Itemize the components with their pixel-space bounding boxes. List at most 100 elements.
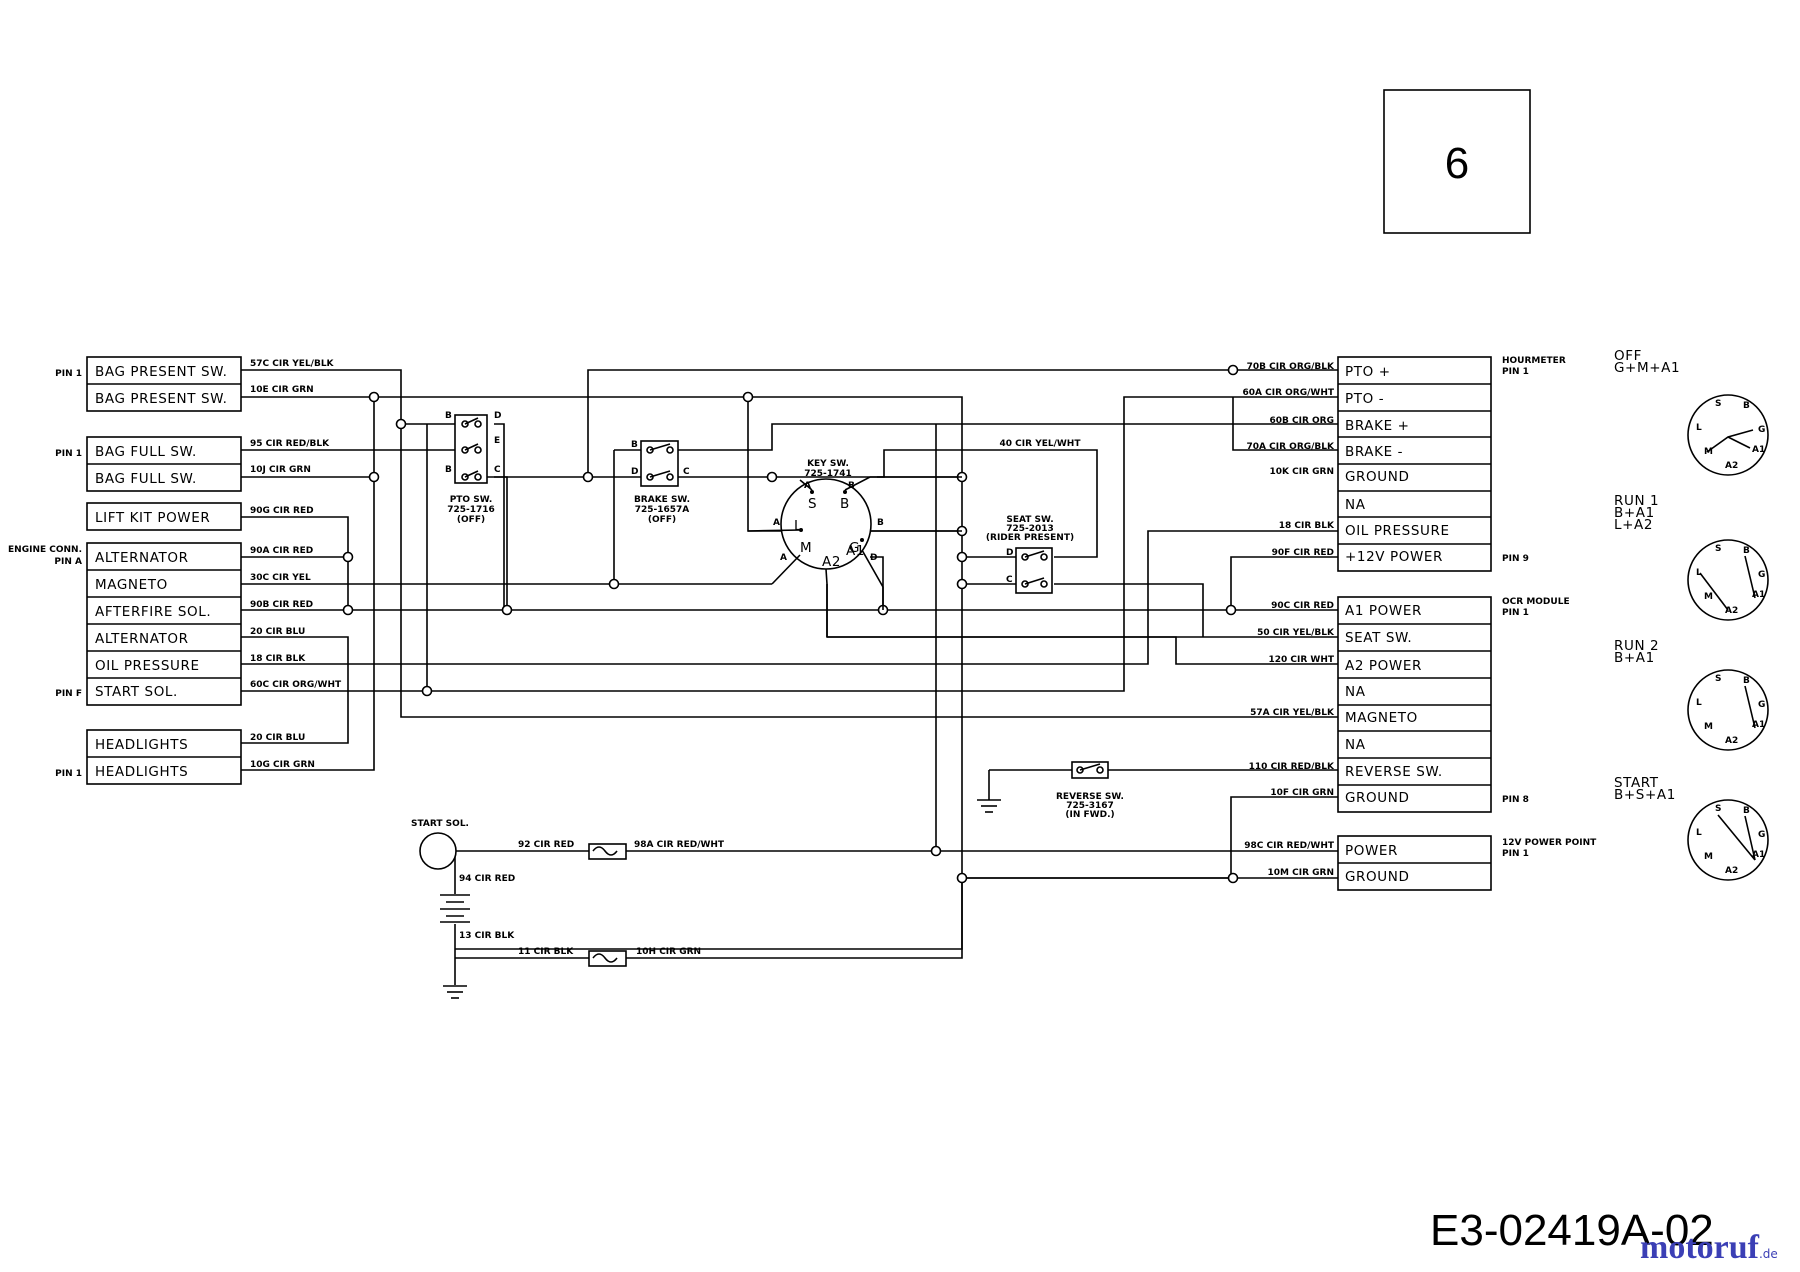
wire-label: 90C CIR RED [1271,601,1334,611]
wire-label: 57A CIR YEL/BLK [1250,708,1335,718]
wires [241,369,1338,985]
svg-text:B: B [877,518,884,528]
left-label: BAG PRESENT SW. [95,364,227,380]
wire-label: 120 CIR WHT [1268,655,1334,665]
pin-label: PIN 1 [55,769,82,779]
right-label: NA [1345,737,1366,753]
watermark: motoruf.de [1640,1229,1778,1266]
key-position-title: OFF [1614,348,1642,364]
right-label: MAGNETO [1345,710,1418,726]
svg-text:L: L [794,518,802,534]
svg-text:M: M [1704,447,1713,457]
svg-text:D: D [1006,548,1013,558]
wire-label: 98C CIR RED/WHT [1244,841,1335,851]
svg-text:A2: A2 [1725,606,1738,616]
pin-label: ENGINE CONN. [8,545,82,555]
key-position-title: START [1614,775,1659,791]
wire-label: 90F CIR RED [1272,548,1334,558]
svg-text:C: C [494,465,501,475]
key-position-combo: L+A2 [1614,517,1653,533]
svg-text:A1: A1 [846,543,865,559]
right-label: PTO - [1345,391,1384,407]
svg-text:D: D [631,467,638,477]
page-number: 6 [1445,139,1469,188]
wire-label: 70B CIR ORG/BLK [1247,362,1335,372]
right-connector-labels: PTO + PTO - BRAKE + BRAKE - GROUND NA OI… [1345,364,1450,885]
wire-label: 40 CIR YEL/WHT [1000,439,1082,449]
svg-text:G: G [1758,830,1765,840]
svg-text:B: B [445,411,452,421]
bottom-wire-labels: 92 CIR RED 98A CIR RED/WHT 94 CIR RED 13… [459,840,725,957]
wire-label: 110 CIR RED/BLK [1249,762,1335,772]
right-label: +12V POWER [1345,549,1443,565]
wire-label: 92 CIR RED [518,840,574,850]
svg-text:A2: A2 [1725,866,1738,876]
right-label: A2 POWER [1345,658,1422,674]
seat-switch-state: (RIDER PRESENT) [986,533,1074,543]
wire-label: 90B CIR RED [250,600,313,610]
svg-text:B: B [1743,546,1750,556]
brake-switch-name: BRAKE SW. [634,495,690,505]
fuse-icon [588,843,627,860]
seat-switch-part: 725-2013 [1006,524,1054,534]
right-pin-labels: HOURMETER PIN 1 PIN 9 OCR MODULE PIN 1 P… [1502,356,1597,859]
svg-text:A2: A2 [822,554,841,570]
right-label: GROUND [1345,790,1409,806]
watermark-tld: .de [1759,1247,1778,1261]
svg-text:S: S [1715,804,1721,814]
right-label: OIL PRESSURE [1345,523,1450,539]
svg-text:A2: A2 [1725,461,1738,471]
pto-switch-state: (OFF) [457,515,485,525]
wire-label: 60B CIR ORG [1269,416,1334,426]
wire-label: 10K CIR GRN [1270,467,1335,477]
pin-label: PIN 1 [1502,849,1529,859]
wire-label: 10M CIR GRN [1268,868,1334,878]
svg-text:B: B [840,496,850,512]
svg-text:A2: A2 [1725,736,1738,746]
svg-text:M: M [1704,592,1713,602]
left-label: OIL PRESSURE [95,658,200,674]
svg-text:S: S [808,496,817,512]
svg-text:C: C [1006,575,1013,585]
ground-symbol [443,985,467,999]
seat-switch: D C SEAT SW. 725-2013 (RIDER PRESENT) [986,515,1074,594]
svg-text:A: A [780,553,787,563]
right-label: NA [1345,497,1366,513]
left-connector-blocks [86,356,242,785]
svg-text:B: B [1743,676,1750,686]
battery-icon [440,894,470,923]
svg-text:M: M [1704,722,1713,732]
svg-text:A: A [773,518,780,528]
svg-text:C: C [683,467,690,477]
left-connector-labels: BAG PRESENT SW. BAG PRESENT SW. BAG FULL… [95,364,227,780]
svg-text:G: G [849,540,860,556]
wire-label: 60A CIR ORG/WHT [1243,388,1335,398]
start-sol-label: START SOL. [411,819,469,829]
wire-label: 10E CIR GRN [250,385,314,395]
wire-label: 13 CIR BLK [459,931,515,941]
wire-label: 30C CIR YEL [250,573,311,583]
pto-switch-name: PTO SW. [450,495,493,505]
left-label: HEADLIGHTS [95,764,188,780]
key-position-combo: G+M+A1 [1614,360,1680,376]
seat-switch-name: SEAT SW. [1006,515,1053,525]
svg-text:D: D [494,411,501,421]
wire-label: 18 CIR BLK [250,654,306,664]
left-wire-labels: 57C CIR YEL/BLK 10E CIR GRN 95 CIR RED/B… [250,359,342,770]
reverse-switch-state: (IN FWD.) [1065,810,1114,820]
right-label: PTO + [1345,364,1391,380]
wire-label: 98A CIR RED/WHT [634,840,725,850]
pin-label: PIN 1 [1502,608,1529,618]
reverse-switch: REVERSE SW. 725-3167 (IN FWD.) [1056,761,1124,820]
svg-text:G: G [1758,570,1765,580]
watermark-text: motoruf [1640,1229,1760,1266]
right-label: POWER [1345,843,1398,859]
brake-switch-part: 725-1657A [635,505,690,515]
left-label: BAG FULL SW. [95,444,197,460]
start-solenoid: START SOL. [411,819,469,870]
left-label: HEADLIGHTS [95,737,188,753]
wire-label: 70A CIR ORG/BLK [1247,442,1335,452]
